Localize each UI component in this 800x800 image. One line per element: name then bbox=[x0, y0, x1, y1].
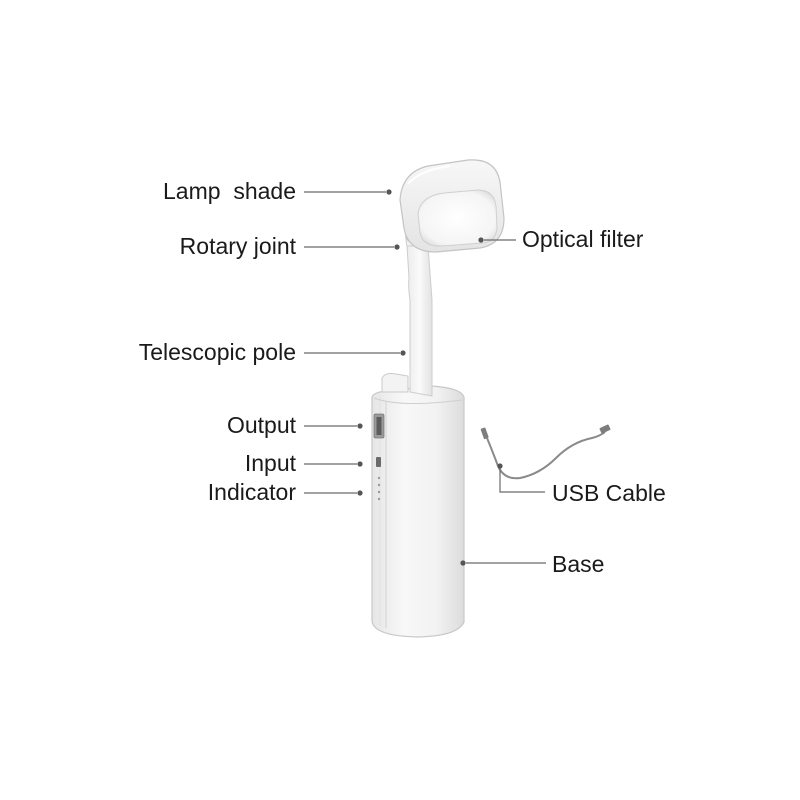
leader-dot-input bbox=[357, 461, 363, 467]
leader-line-usb-cable bbox=[499, 468, 545, 493]
label-output: Output bbox=[226, 412, 296, 438]
leader-dot-telescopic-pole bbox=[400, 350, 406, 356]
leader-dot-rotary-joint bbox=[394, 244, 400, 250]
leader-dot-output bbox=[357, 423, 363, 429]
micro-usb-input-port bbox=[376, 457, 381, 467]
leader-lines bbox=[304, 189, 546, 566]
base-body bbox=[371, 373, 465, 638]
lamp-illustration bbox=[371, 159, 611, 638]
usb-output-port bbox=[373, 413, 385, 439]
leader-dot-optical-filter bbox=[478, 237, 484, 243]
label-indicator: Indicator bbox=[207, 479, 296, 505]
leader-dot-usb-cable bbox=[497, 463, 503, 469]
label-lamp-shade: Lamp shade bbox=[163, 178, 296, 204]
label-usb-cable: USB Cable bbox=[552, 480, 666, 506]
indicator-leds bbox=[377, 476, 381, 501]
label-telescopic-pole: Telescopic pole bbox=[138, 339, 296, 365]
leader-dot-lamp-shade bbox=[386, 189, 392, 195]
leader-dot-base bbox=[460, 560, 466, 566]
leader-dot-indicator bbox=[357, 490, 363, 496]
label-optical-filter: Optical filter bbox=[522, 226, 644, 252]
label-input: Input bbox=[244, 450, 296, 476]
optical-filter bbox=[417, 189, 498, 247]
usb-cable bbox=[480, 424, 611, 480]
label-base: Base bbox=[552, 551, 605, 577]
label-rotary-joint: Rotary joint bbox=[179, 233, 296, 259]
